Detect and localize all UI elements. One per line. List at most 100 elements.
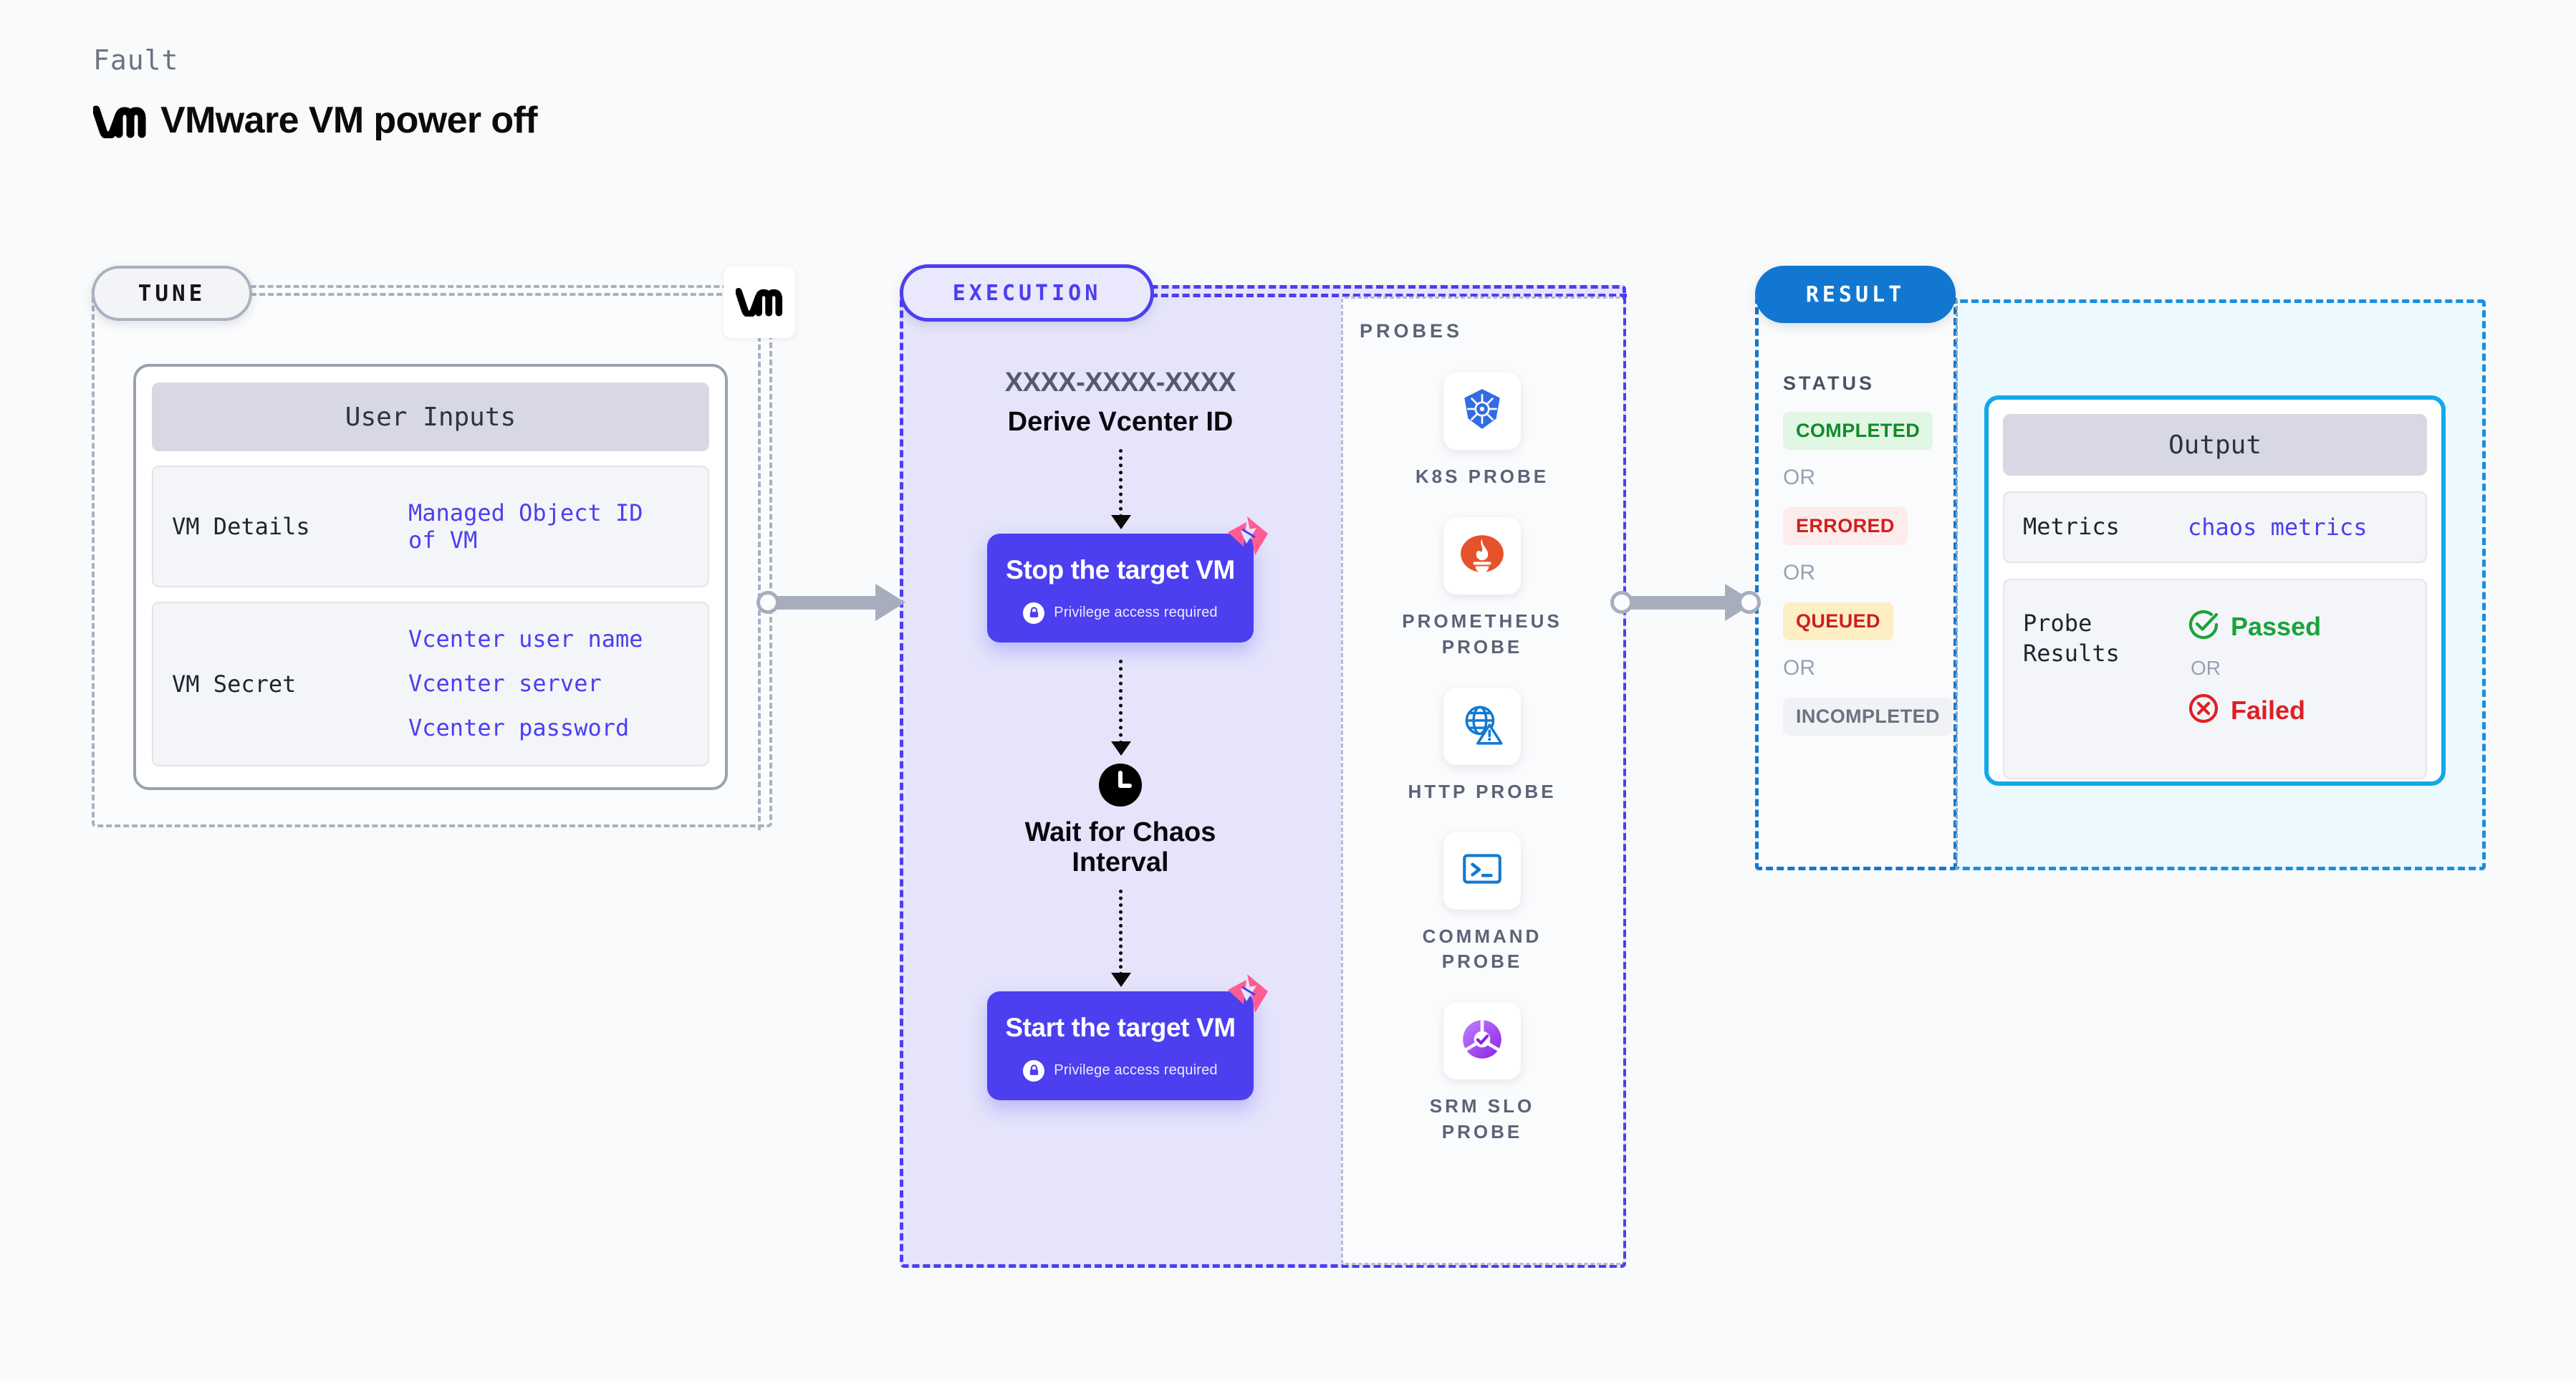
output-row-value: chaos metrics [2188, 514, 2368, 541]
tune-connector-horizontal [251, 293, 731, 296]
step-note-row: Privilege access required [987, 1059, 1254, 1082]
row-values: Managed Object ID of VM [408, 499, 643, 554]
row-values: Vcenter user name Vcenter server Vcenter… [408, 626, 643, 741]
row-value: Managed Object ID of VM [408, 499, 643, 554]
eyebrow-label: Fault [93, 44, 179, 76]
arrow-line [1119, 889, 1123, 976]
tune-row-vm-details: VM Details Managed Object ID of VM [152, 466, 709, 587]
clock-icon [900, 763, 1341, 807]
arrow-shaft [1622, 596, 1733, 610]
probe-item-http[interactable]: HTTP PROBE [1341, 687, 1623, 805]
probe-tile [1443, 832, 1521, 910]
row-value: Vcenter user name [408, 625, 643, 653]
output-heading: Output [2003, 414, 2427, 476]
arrow-tip [1111, 972, 1131, 987]
terminal-icon [1458, 845, 1506, 896]
probe-result-failed: Failed [2188, 693, 2321, 728]
vmware-vm-logo-icon [93, 102, 146, 138]
execution-connector-horizontal [1150, 294, 1627, 297]
row-value: Vcenter password [408, 713, 630, 741]
step-title: Start the target VM [1005, 1012, 1236, 1042]
arrow-shaft [768, 596, 883, 610]
failed-label: Failed [2231, 695, 2306, 725]
wait-caption-line1: Wait for Chaos [1024, 817, 1216, 847]
row-value-line: Managed Object ID [408, 499, 643, 526]
wait-step: Wait for Chaos Interval [900, 763, 1341, 878]
status-block: STATUS COMPLETED OR ERRORED OR QUEUED OR… [1783, 372, 1955, 736]
derive-step-caption: Derive Vcenter ID [1007, 407, 1234, 437]
arrow-tip [1111, 741, 1131, 756]
probe-results-values: Passed OR Failed [2188, 609, 2321, 728]
tune-connector-vertical [758, 293, 761, 830]
status-or: OR [1783, 466, 1815, 489]
vmware-vm-logo-icon [735, 285, 783, 320]
arrow-head [875, 584, 905, 621]
status-badge-queued: QUEUED [1783, 602, 1893, 640]
prometheus-icon [1458, 530, 1506, 581]
x-circle-icon [2188, 693, 2219, 728]
tune-pill-label: TUNE [138, 280, 206, 307]
result-panel-divider [1956, 299, 1958, 870]
user-inputs-heading: User Inputs [152, 382, 709, 451]
flow-arrow-1 [1111, 448, 1131, 529]
probe-item-k8s[interactable]: K8S PROBE [1341, 372, 1623, 490]
http-globe-warning-icon [1458, 701, 1506, 751]
wait-caption: Wait for Chaos Interval [900, 817, 1341, 878]
output-row-label: Metrics [2023, 513, 2120, 541]
status-badge-completed: COMPLETED [1783, 412, 1933, 450]
step-note-row: Privilege access required [987, 602, 1254, 624]
derive-id-placeholder: XXXX-XXXX-XXXX [1004, 367, 1236, 398]
execution-pill[interactable]: EXECUTION [900, 264, 1154, 322]
row-value: Vcenter server [408, 670, 602, 698]
probe-tile [1443, 687, 1521, 765]
page-title: VMware VM power off [160, 100, 538, 141]
litmus-chaos-icon [1225, 515, 1269, 557]
probes-title: PROBES [1360, 320, 1464, 342]
probe-tile [1443, 372, 1521, 450]
step-start-target-vm[interactable]: Start the target VM Privilege access req… [987, 973, 1268, 1100]
arrow-line [1119, 448, 1123, 518]
arrow-tip [1111, 514, 1131, 529]
passed-label: Passed [2231, 611, 2322, 641]
output-row-metrics: Metrics chaos metrics [2003, 491, 2427, 563]
result-status-panel [1755, 297, 1957, 870]
execution-flow: XXXX-XXXX-XXXX Derive Vcenter ID Stop th… [900, 285, 1341, 1100]
lock-icon [1023, 1059, 1045, 1082]
probe-result-passed: Passed [2188, 609, 2321, 644]
status-or: OR [1783, 561, 1815, 584]
status-badge-errored: ERRORED [1783, 507, 1908, 545]
row-label: VM Details [172, 513, 310, 540]
arrow-start-dot [756, 591, 779, 614]
tune-row-vm-secret: VM Secret Vcenter user name Vcenter serv… [152, 602, 709, 766]
flow-arrow-3 [1111, 889, 1131, 987]
step-stop-target-vm[interactable]: Stop the target VM Privilege access requ… [987, 516, 1268, 643]
step-title: Stop the target VM [1006, 554, 1235, 584]
step-note: Privilege access required [1054, 1062, 1218, 1079]
check-circle-icon [2188, 609, 2219, 644]
status-title: STATUS [1783, 372, 1875, 394]
status-or: OR [1783, 656, 1815, 680]
user-inputs-card: User Inputs VM Details Managed Object ID… [133, 364, 728, 790]
result-pill[interactable]: RESULT [1755, 266, 1956, 323]
status-badge-incompleted: INCOMPLETED [1783, 698, 1953, 736]
flow-arrow-2 [1111, 659, 1131, 756]
probes-panel [1341, 297, 1623, 1265]
arrow-line [1119, 659, 1123, 744]
row-label: VM Secret [172, 670, 297, 698]
kubernetes-icon [1458, 386, 1506, 437]
arrow-tune-to-execution [756, 584, 911, 621]
tune-pill[interactable]: TUNE [92, 266, 252, 321]
probe-label: K8S PROBE [1415, 466, 1549, 487]
arrow-execution-to-result [1610, 584, 1761, 621]
probe-label: HTTP PROBE [1408, 780, 1557, 802]
step-note: Privilege access required [1054, 605, 1218, 621]
